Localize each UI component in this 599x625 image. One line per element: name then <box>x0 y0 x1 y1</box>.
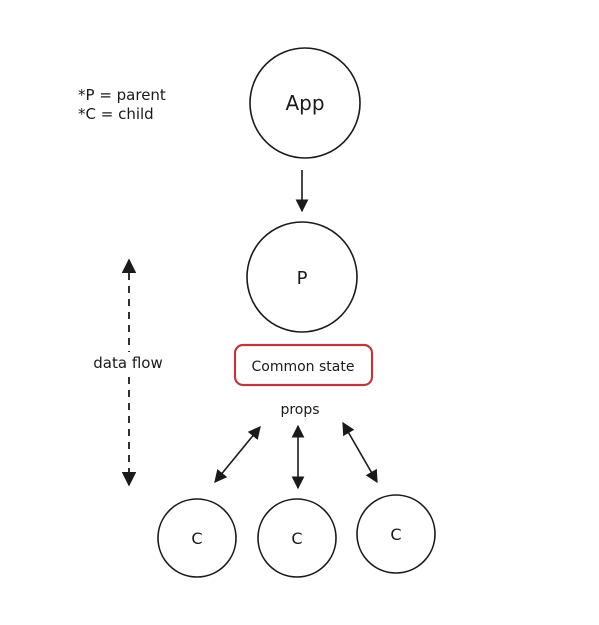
app-node: App <box>249 47 361 159</box>
parent-circle <box>246 221 358 333</box>
legend: *P = parent *C = child <box>78 86 166 123</box>
props-arrow-right <box>342 421 378 484</box>
child-node-1: C <box>157 498 237 578</box>
parent-node: P <box>246 221 358 333</box>
child-label-3: C <box>390 525 401 544</box>
data-flow-label: data flow <box>93 354 162 372</box>
data-flow-label-bg <box>96 352 166 372</box>
common-state-box: Common state <box>233 343 374 387</box>
common-state-label: Common state <box>252 359 355 375</box>
app-label: App <box>285 91 324 115</box>
child-node-3: C <box>356 494 436 574</box>
legend-child: *C = child <box>78 105 154 123</box>
legend-parent: *P = parent <box>78 86 166 104</box>
props-arrow-left <box>214 426 261 483</box>
child-circle-3 <box>356 494 436 574</box>
props-label: props <box>280 402 319 418</box>
child-label-1: C <box>191 529 202 548</box>
child-label-2: C <box>291 529 302 548</box>
common-state-border <box>233 343 374 387</box>
child-circle-2 <box>257 498 337 578</box>
child-node-2: C <box>257 498 337 578</box>
child-circle-1 <box>157 498 237 578</box>
app-circle <box>249 47 361 159</box>
parent-label: P <box>297 268 308 289</box>
